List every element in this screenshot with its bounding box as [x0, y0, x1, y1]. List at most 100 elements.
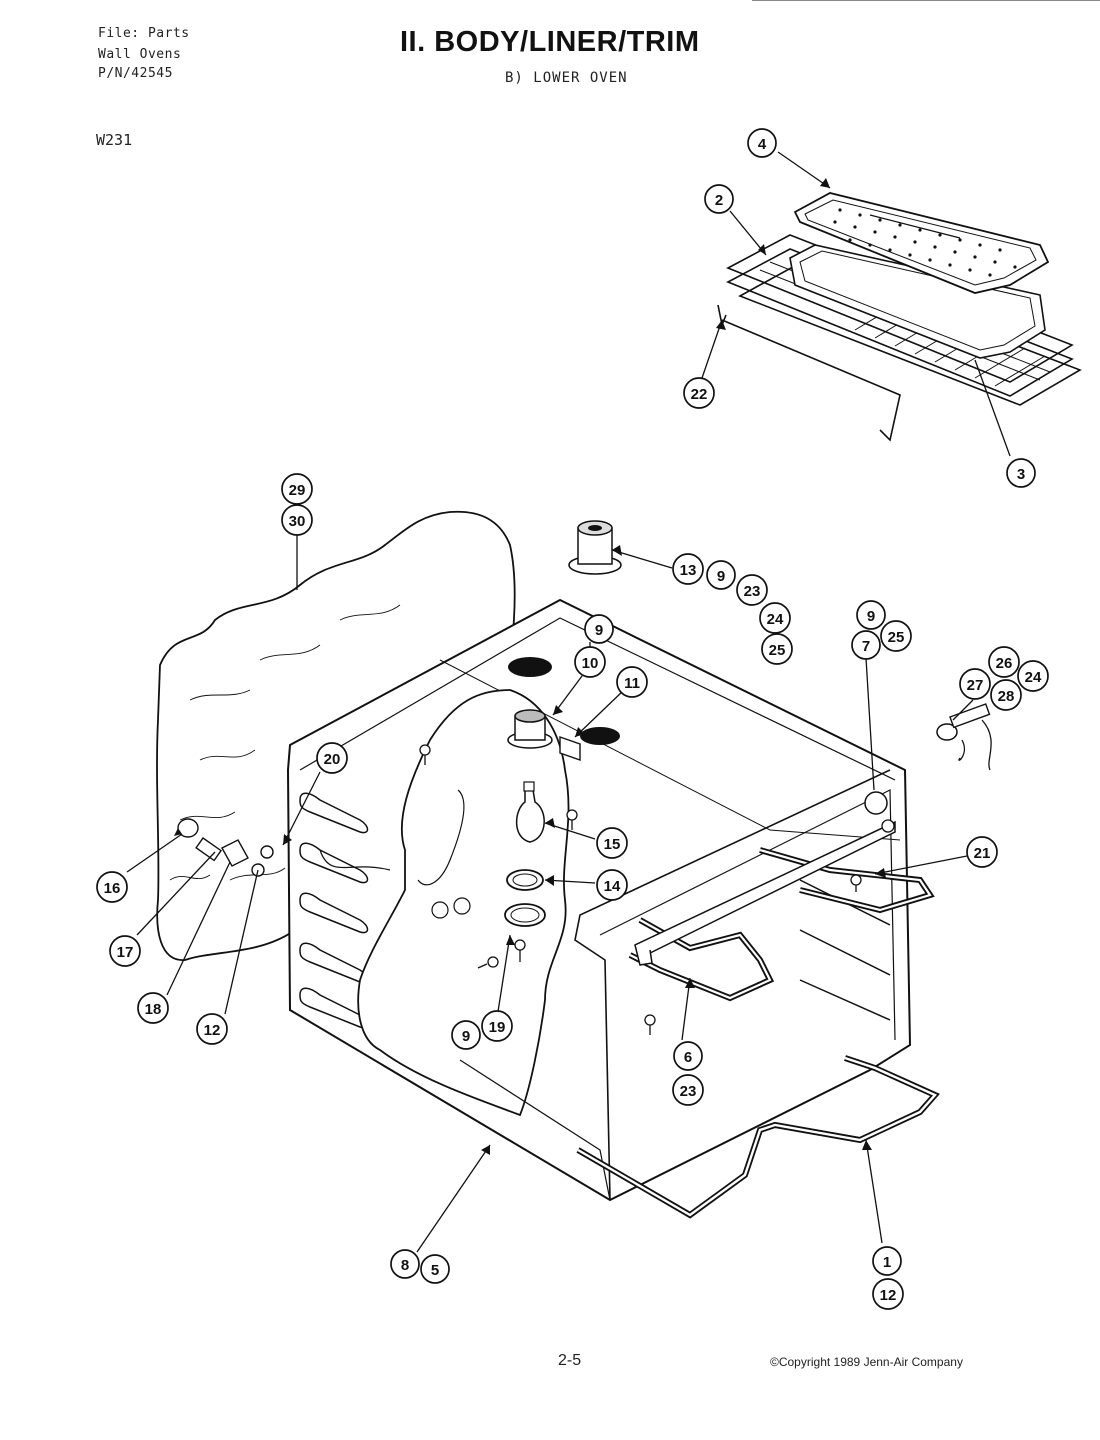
callout: 5: [420, 1254, 450, 1284]
callout: 29: [281, 473, 313, 505]
callout-label: 9: [867, 608, 875, 625]
callout-label: 23: [744, 583, 761, 600]
callout: 2: [704, 184, 734, 214]
callout-label: 5: [431, 1262, 439, 1279]
callout-label: 9: [717, 568, 725, 585]
oven-liner-body: [286, 598, 912, 1202]
callout-label: 26: [996, 655, 1013, 672]
callout: 25: [761, 633, 793, 665]
callout: 9: [706, 560, 736, 590]
callout-label: 6: [684, 1049, 692, 1066]
broiler-pan-grid: [789, 244, 1046, 359]
callout: 7: [851, 630, 881, 660]
callout-label: 1: [883, 1254, 891, 1271]
temperature-sensor: [936, 703, 992, 771]
callout-label: 25: [769, 642, 786, 659]
callout: 17: [109, 935, 141, 967]
callout-label: 19: [489, 1019, 506, 1036]
callout: 13: [672, 553, 704, 585]
callout-label: 20: [324, 751, 341, 768]
callout: 23: [736, 574, 768, 606]
lens-gasket: [504, 903, 546, 927]
callout-label: 25: [888, 629, 905, 646]
callout-label: 9: [595, 622, 603, 639]
callout-label: 15: [604, 836, 621, 853]
callout-label: 16: [104, 880, 121, 897]
callout: 20: [316, 742, 348, 774]
callout-label: 23: [680, 1083, 697, 1100]
callout-label: 21: [974, 845, 991, 862]
callout: 21: [966, 836, 998, 868]
page-subtitle: B) LOWER OVEN: [505, 70, 628, 86]
callout: 23: [672, 1074, 704, 1106]
product-line: Wall Ovens: [98, 47, 182, 62]
light-bulb: [515, 781, 545, 843]
callout-label: 2: [715, 192, 723, 209]
callout-label: 24: [1025, 669, 1042, 686]
callout: 30: [281, 504, 313, 536]
callout: 26: [988, 646, 1020, 678]
callout: 11: [616, 666, 648, 698]
light-lens: [506, 869, 544, 891]
callout-label: 3: [1017, 466, 1025, 483]
callout: 8: [390, 1249, 420, 1279]
callout-label: 17: [117, 944, 134, 961]
callout: 24: [759, 602, 791, 634]
callout-label: 29: [289, 482, 306, 499]
callout-label: 4: [758, 136, 767, 153]
top-rule: [752, 0, 1100, 1]
callout-label: 14: [604, 878, 621, 895]
callout: 6: [673, 1041, 703, 1071]
copyright-notice: ©Copyright 1989 Jenn-Air Company: [770, 1355, 963, 1369]
callout: 12: [196, 1013, 228, 1045]
callout: 19: [481, 1010, 513, 1042]
callout: 25: [880, 620, 912, 652]
broiler-pan-insert: [793, 192, 1050, 294]
callout-label: 18: [145, 1001, 162, 1018]
callout: 16: [96, 871, 128, 903]
callout-label: 22: [691, 386, 708, 403]
callout-label: 13: [680, 562, 697, 579]
callout: 24: [1017, 660, 1049, 692]
callout: 10: [574, 646, 606, 678]
callout-label: 11: [624, 675, 640, 692]
callout-label: 12: [204, 1022, 221, 1039]
callout: 15: [596, 827, 628, 859]
thermostat-bulb-housing: [568, 520, 622, 575]
callout-label: 27: [967, 677, 984, 694]
callout-label: 7: [862, 638, 870, 655]
callout-label: 8: [401, 1257, 409, 1274]
callout: 12: [872, 1278, 904, 1310]
callout: 28: [990, 679, 1022, 711]
file-line: File: Parts: [98, 26, 190, 41]
leader-arrows: [174, 178, 886, 1155]
callout-label: 24: [767, 611, 784, 628]
callout: 9: [584, 614, 614, 644]
callout: 18: [137, 992, 169, 1024]
callout: 22: [683, 377, 715, 409]
screws: [419, 744, 862, 1035]
callout: 3: [1006, 458, 1036, 488]
callout: 1: [872, 1246, 902, 1276]
callout-label: 12: [880, 1287, 897, 1304]
callout-label: 9: [462, 1028, 470, 1045]
broil-element: [628, 820, 935, 1002]
bake-element: [576, 1055, 940, 1219]
callout: 9: [856, 600, 886, 630]
part-number-line: P/N/42545: [98, 66, 173, 81]
callout-label: 10: [582, 655, 599, 672]
model-number: W231: [96, 131, 133, 149]
page-title: II. BODY/LINER/TRIM: [400, 26, 700, 58]
callout: 27: [959, 668, 991, 700]
callout: 9: [451, 1020, 481, 1050]
callout: 14: [596, 869, 628, 901]
bracket: [559, 736, 581, 761]
callout-label: 30: [289, 513, 306, 530]
callout: 4: [747, 128, 777, 158]
light-socket: [507, 709, 553, 749]
callout-label: 28: [998, 688, 1015, 705]
page-number: 2-5: [558, 1352, 582, 1369]
sensor-receptacle: [864, 791, 895, 833]
